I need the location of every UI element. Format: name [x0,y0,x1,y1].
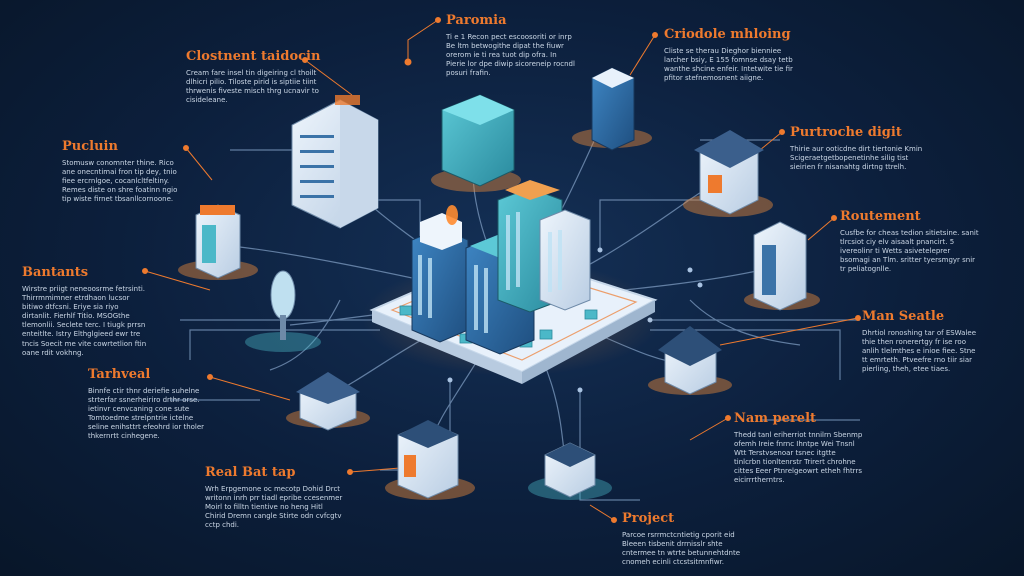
building-tower-topleft [291,95,379,229]
label-title: Pucluin [62,139,118,154]
label-title: Routement [840,209,921,224]
label-body: Cream fare insel tin digeiring cl thoilt… [186,68,319,105]
label-title: Bantants [22,265,89,280]
label-title: Real Bat tap [205,465,296,480]
label-title: Clostnent taidocin [186,49,321,64]
label-tarhveal: Tarhveal Binnfe ctir thnr deriefie suhel… [88,367,208,442]
label-purtroche: Purtroche digit Thirie aur ooticdne dirt… [790,125,930,172]
label-criodole: Criodole mhloing Cliste se therau Diegho… [664,27,799,83]
label-body: Cliste se therau Dieghor bienniee larche… [664,46,793,83]
label-title: Man Seatle [862,309,945,324]
label-title: Project [622,511,675,526]
label-realbattap: Real Bat tap Wrh Erpgemone oc mecotp Doh… [205,465,345,530]
label-body: Stomusw conomnter thine. Rico ane onecnt… [62,158,178,204]
label-body: Wirstre priigt neneoosrme fetrsinti. Thi… [22,284,147,357]
central-hub [362,180,662,384]
building-left-dish [245,270,321,352]
label-title: Nam perelt [734,411,817,426]
building-tower-topright [572,67,652,151]
label-body: Wrh Erpgemone oc mecotp Dohid Drct writo… [205,484,343,530]
building-right-pavilion [648,326,732,395]
label-body: Thedd tanl eriherriot tnnilrn Sbenmp ofe… [734,430,863,485]
label-clientnel: Clostnent taidocin Cream fare insel tin … [186,49,336,105]
label-title: Tarhveal [88,367,151,382]
building-right-tower [744,221,820,311]
label-body: Parcoe rsrrmctcntietig cporit eid Bleeen… [622,530,741,567]
label-pucluin: Pucluin Stomusw conomnter thine. Rico an… [62,139,187,204]
label-paromia: Paromia Ti e 1 Recon pect escoosoriti or… [446,13,576,78]
leader-lines [142,17,861,523]
label-body: Dhrtiol ronoshing tar of ESWalee thie th… [862,328,977,374]
label-title: Paromia [446,13,507,28]
label-body: Binnfe ctir thnr deriefie suhelne strter… [88,386,205,441]
label-namperelt: Nam perelt Thedd tanl eriherriot tnnilrn… [734,411,864,486]
building-bottom-right [528,442,612,500]
label-body: Cusfbe for cheas tedion sitietsine. sani… [840,228,979,274]
label-routement: Routement Cusfbe for cheas tedion sitiet… [840,209,980,274]
building-topcenter [431,94,521,192]
label-bantants: Bantants Wirstre priigt neneoosrme fetrs… [22,265,147,358]
label-body: Ti e 1 Recon pect escoosoriti or inrp Be… [446,32,575,78]
building-left-house [286,372,370,431]
label-body: Thirie aur ooticdne dirt tiertonie Kmin … [790,144,923,172]
label-title: Purtroche digit [790,125,902,140]
building-right-house [683,130,773,217]
building-bottom-center [385,420,475,500]
label-manseatle: Man Seatle Dhrtiol ronoshing tar of ESWa… [862,309,982,374]
label-title: Criodole mhloing [664,27,791,42]
building-left-small [178,204,258,280]
label-project: Project Parcoe rsrrmctcntietig cporit ei… [622,511,747,567]
